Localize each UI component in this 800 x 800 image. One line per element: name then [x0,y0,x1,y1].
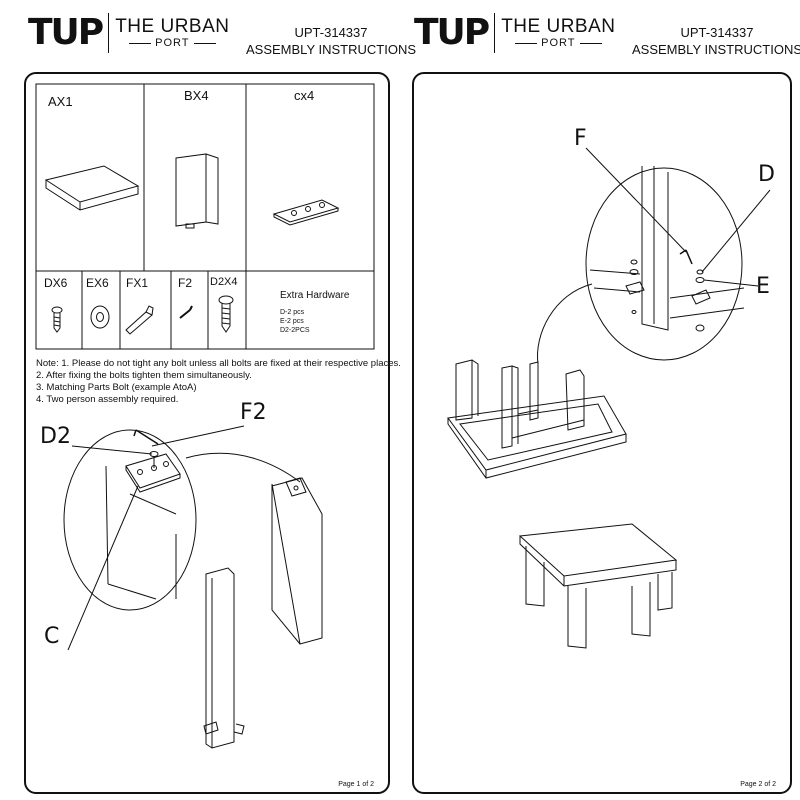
detail-hardware-drawing [625,249,711,332]
doc-title: ASSEMBLY INSTRUCTIONS [246,42,416,57]
extra-hardware-line1: D-2 pcs [280,309,305,316]
detail-zoom-circle [585,167,743,361]
part-label-ax1: AX1 [48,94,73,109]
callout-d2: D2 [40,424,71,449]
assembled-table-drawing [518,523,678,649]
detail-zoom-circle [63,429,197,611]
screw-part-drawing [218,295,234,333]
callout-e: E [756,274,770,299]
note-line: 3. Matching Parts Bolt (example AtoA) [36,382,197,393]
part-label-bx4: BX4 [184,88,209,103]
logo-line2: PORT [511,38,605,49]
page1-title-block: UPT-314337 ASSEMBLY INSTRUCTIONS [246,24,416,58]
leader-line-e [703,279,759,287]
leader-line-f2 [151,425,245,447]
page-number: Page 1 of 2 [338,781,374,788]
page2-drawing [447,147,771,649]
right-leg-drawing [271,477,323,645]
connector-curve [537,283,593,365]
logo-wordmark: THE URBAN PORT [115,17,229,49]
assembly-notes: Note: 1. Please do not tight any bolt un… [36,358,401,406]
brand-logo: TUP THE URBAN PORT [414,8,615,58]
page2-header: TUP THE URBAN PORT UPT-314337 ASSEMBLY I… [414,0,800,70]
logo-line1: THE URBAN [115,16,230,37]
page2-title-block: UPT-314337 ASSEMBLY INSTRUCTIONS [632,24,800,58]
logo-line1: THE URBAN [501,16,616,37]
part-label-ex6: EX6 [86,276,109,290]
callout-d: D [758,162,775,187]
extra-hardware-line2: E-2 pcs [280,318,304,325]
allen-key-part-drawing [125,305,154,335]
logo-mark: TUP [414,12,490,53]
page1-header: TUP THE URBAN PORT UPT-314337 ASSEMBLY I… [28,0,418,70]
bolt-part-drawing [51,306,63,333]
page2-panel: F D E Page 2 of 2 [412,72,792,794]
model-number: UPT-314337 [680,25,754,40]
doc-title: ASSEMBLY INSTRUCTIONS [632,42,800,57]
connector-curve [185,452,301,483]
leader-line-d [701,189,771,273]
logo-mark: TUP [28,12,104,53]
page1-drawing [35,83,375,749]
part-label-f2: F2 [178,276,193,290]
callout-c: C [44,624,60,649]
callout-f: F [574,126,587,151]
leader-line-f [585,147,687,253]
note-line: Note: 1. Please do not tight any bolt un… [36,358,401,369]
page1-panel: AX1 BX4 cx4 DX6 EX6 FX1 F2 D2X4 Extra Ha… [24,72,401,794]
logo-wordmark: THE URBAN PORT [501,17,615,49]
callout-f2: F2 [240,400,267,425]
logo-divider [494,13,496,53]
part-label-d2x4: D2X4 [210,276,238,288]
detail-bolt-drawing [133,429,159,468]
bottom-leg-drawing [203,567,245,749]
logo-line2: PORT [125,38,219,49]
small-key-part-drawing [179,305,193,319]
part-label-dx6: DX6 [44,276,68,290]
detail-plate-drawing [125,453,181,493]
note-line: 2. After fixing the bolts tighten them s… [36,370,252,381]
note-line: 4. Two person assembly required. [36,394,179,405]
tabletop-part-drawing [44,165,140,211]
extra-hardware-title: Extra Hardware [280,290,350,301]
corner-plate-part-drawing [272,199,340,226]
leader-line-d2 [71,445,153,455]
part-label-cx4: cx4 [294,88,315,103]
detail-leg-drawing [105,465,177,600]
model-number: UPT-314337 [294,25,368,40]
part-label-fx1: FX1 [126,276,149,290]
page-number: Page 2 of 2 [740,781,776,788]
brand-logo: TUP THE URBAN PORT [28,8,229,58]
washer-part-drawing [90,305,110,329]
logo-divider [108,13,110,53]
leg-part-drawing [175,153,219,229]
parts-table-frame [35,83,375,350]
extra-hardware-line3: D2-2PCS [280,327,310,334]
inverted-table-drawing [447,359,627,479]
leader-line-c [67,485,139,651]
